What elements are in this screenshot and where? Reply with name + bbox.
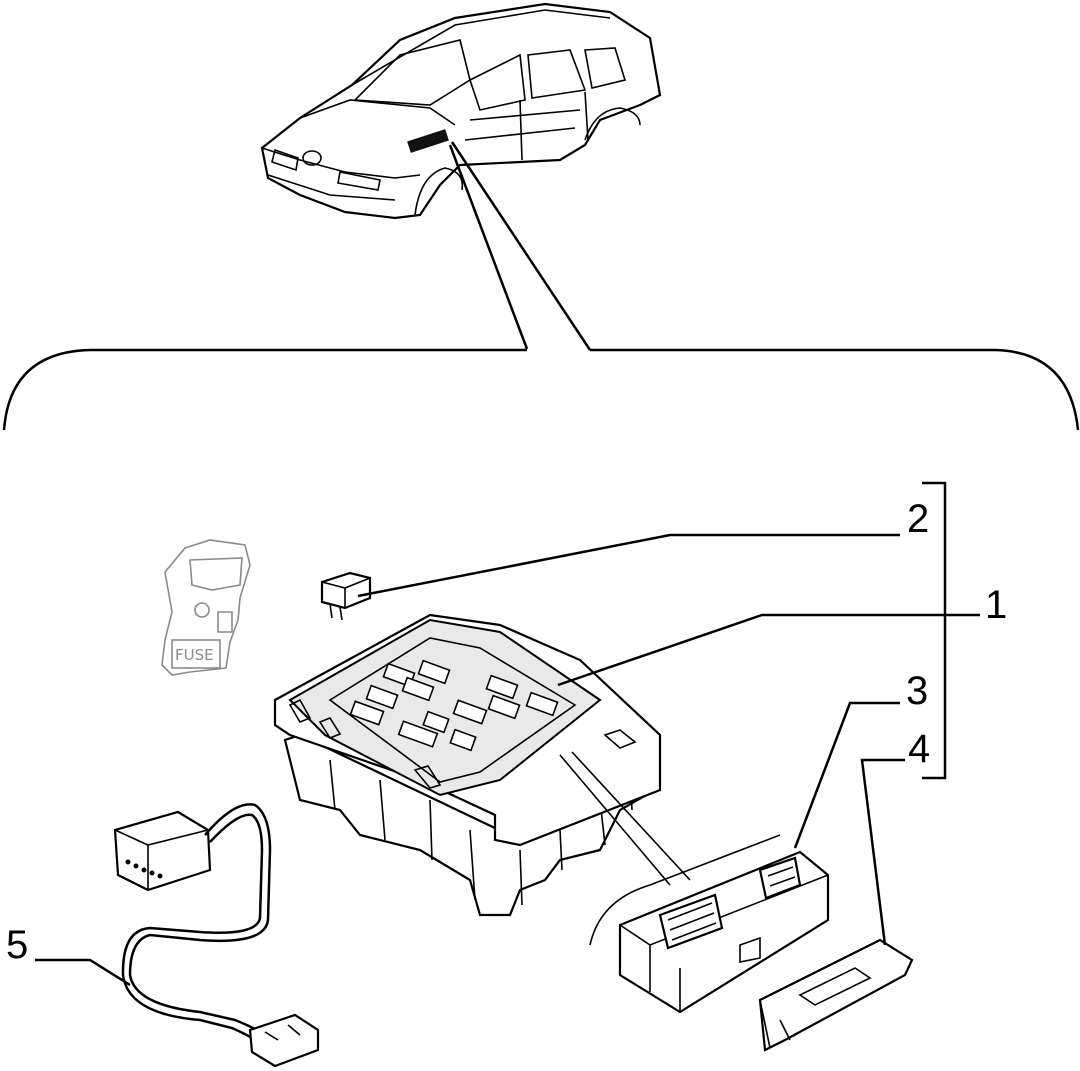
callout-3: 3 bbox=[906, 669, 928, 713]
part-2-fuse bbox=[320, 571, 372, 621]
group-bracket-arc bbox=[2, 348, 1080, 431]
part-4-bracket bbox=[758, 938, 914, 1052]
leader-3 bbox=[793, 701, 900, 849]
fuse-label: FUSE bbox=[175, 646, 214, 664]
part-3-connector-block bbox=[589, 834, 830, 1014]
callout-2: 2 bbox=[907, 497, 929, 541]
car-illustration bbox=[260, 2, 662, 220]
pointer-line-right bbox=[450, 141, 592, 351]
part-1-fuse-box bbox=[273, 613, 691, 917]
fuse-clip-illustration: FUSE bbox=[161, 539, 251, 676]
callout-1: 1 bbox=[985, 583, 1007, 627]
callout-4: 4 bbox=[908, 727, 930, 771]
leader-4 bbox=[860, 758, 905, 946]
pointer-line-left bbox=[448, 144, 529, 350]
callout-5: 5 bbox=[6, 923, 28, 967]
leader-1 bbox=[557, 613, 980, 687]
leader-2 bbox=[357, 533, 900, 598]
group-bracket-right bbox=[922, 481, 947, 780]
part-5-wiring-harness bbox=[113, 803, 320, 1068]
leader-5 bbox=[35, 958, 131, 987]
